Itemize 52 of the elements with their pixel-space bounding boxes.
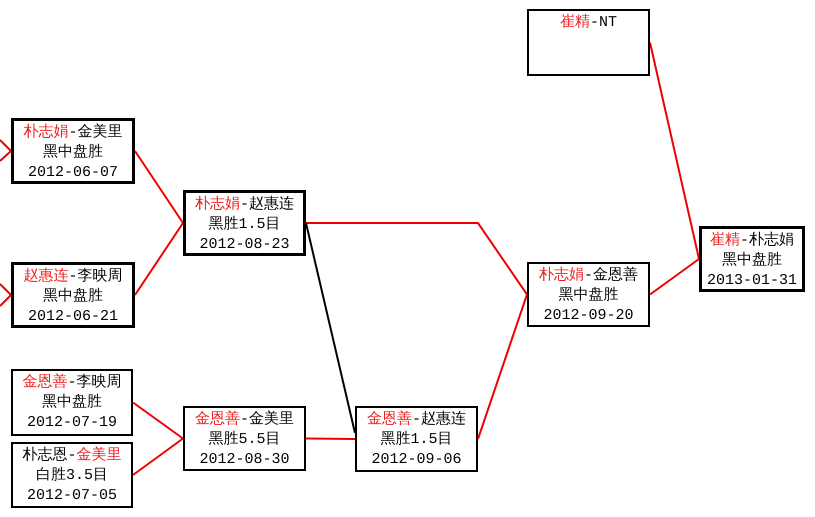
match-box	[11, 442, 133, 508]
bracket-line	[649, 258, 700, 296]
match-box	[11, 262, 135, 328]
bracket-line	[477, 294, 528, 440]
match-box	[699, 226, 805, 292]
player-names: 金恩善-赵惠连	[366, 411, 466, 429]
player-names: 崔精-NT	[560, 14, 617, 32]
date-text: 2012-08-30	[199, 451, 290, 469]
bracket-line	[132, 438, 184, 476]
player-names: 朴志恩-金美里	[22, 447, 122, 465]
result-text: 黑中盘胜	[43, 288, 103, 306]
date-text: 2012-09-20	[543, 307, 634, 325]
match-box	[527, 262, 650, 327]
result-text: 黑中盘胜	[558, 287, 618, 305]
result-text: 黑中盘胜	[43, 144, 103, 162]
date-text: 2012-09-06	[371, 451, 462, 469]
match-box	[11, 118, 135, 184]
bracket-line	[134, 222, 184, 296]
bracket-line	[649, 42, 700, 260]
player-names: 朴志娟-金美里	[23, 124, 122, 142]
date-text: 2012-07-19	[26, 414, 117, 432]
bracket-line	[305, 222, 356, 434]
match-box	[11, 369, 133, 436]
player-names: 崔精-朴志娟	[710, 232, 794, 250]
match-box	[527, 9, 650, 76]
result-text: 黑中盘胜	[722, 252, 782, 270]
date-text: 2012-06-21	[28, 308, 118, 326]
result-text: 黑中盘胜	[42, 394, 102, 412]
player-names: 朴志娟-金恩善	[538, 267, 638, 285]
bracket-line	[132, 402, 184, 440]
date-text: 2013-01-31	[706, 272, 797, 290]
match-box	[183, 190, 306, 256]
bracket-line	[134, 150, 184, 224]
result-text: 黑胜5.5目	[208, 431, 280, 449]
player-names: 赵惠连-李映周	[23, 268, 122, 286]
match-box	[355, 406, 478, 472]
bracket-line	[0, 283, 12, 296]
bracket-line	[306, 222, 528, 296]
date-text: 2012-07-05	[26, 487, 117, 505]
result-text: 黑胜1.5目	[208, 216, 280, 234]
match-box	[183, 406, 306, 471]
bracket-line	[0, 294, 12, 307]
date-text: 2012-08-23	[199, 236, 290, 254]
player-names: 朴志娟-赵惠连	[194, 196, 294, 214]
date-text: 2012-06-07	[28, 164, 118, 182]
result-text: 黑胜1.5目	[380, 431, 452, 449]
bracket-line	[0, 150, 12, 162]
player-names: 金恩善-金美里	[194, 411, 294, 429]
bracket-line	[306, 438, 356, 440]
player-names: 金恩善-李映周	[22, 374, 122, 392]
result-text: 白胜3.5目	[36, 467, 108, 485]
bracket-line	[0, 139, 12, 152]
